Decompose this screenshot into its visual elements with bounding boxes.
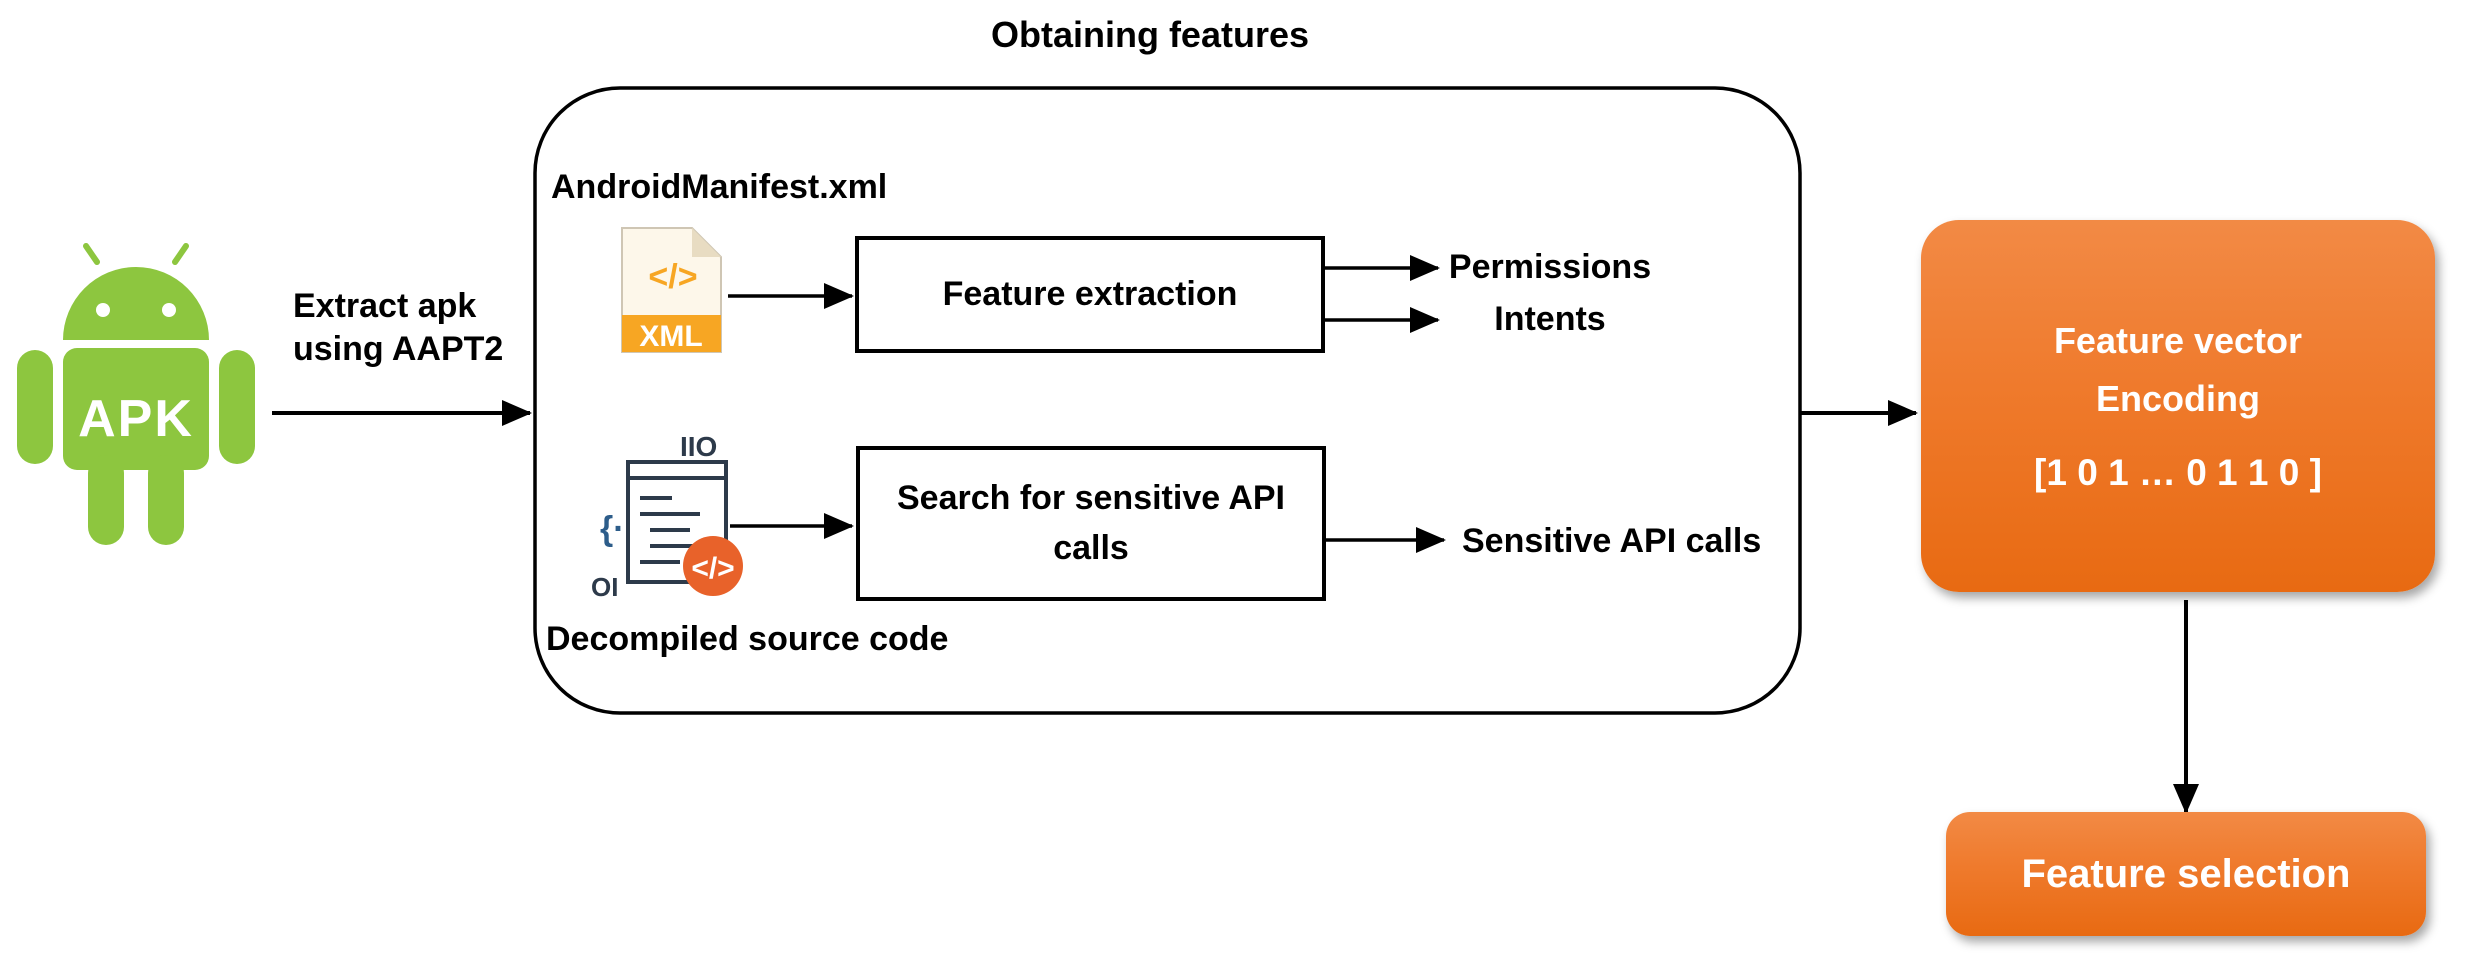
extract-label-line-1: Extract apk xyxy=(293,287,477,325)
api-search-line-1: Search for sensitive API xyxy=(896,479,1285,518)
source-code-label: Decompiled source code xyxy=(546,620,949,658)
diagram-title: Obtaining features xyxy=(990,14,1310,55)
svg-text:</>: </> xyxy=(691,552,734,585)
source-code-icon: {···} IIO OI </> xyxy=(591,431,743,602)
encoding-line-1: Feature vector xyxy=(2053,320,2303,361)
obtaining-features-container xyxy=(533,86,1802,715)
feature-extraction-box: Feature extraction xyxy=(855,236,1325,353)
feature-selection-box: Feature selection xyxy=(1946,812,2426,936)
extract-label-line-2: using AAPT2 xyxy=(293,329,504,368)
api-search-line-2: calls xyxy=(1053,528,1129,567)
extract-apk-label: Extract apk using AAPT2 xyxy=(293,285,503,370)
svg-text:OI: OI xyxy=(591,572,618,602)
api-search-box: Search for sensitive API calls xyxy=(856,446,1326,601)
svg-text:IIO: IIO xyxy=(680,431,717,462)
encoding-vector: [1 0 1 … 0 1 1 0 ] xyxy=(2034,452,2322,493)
sensitive-api-label: Sensitive API calls xyxy=(1462,522,1762,560)
xml-icon-text: XML xyxy=(639,320,702,353)
intents-label: Intents xyxy=(1494,300,1606,338)
encoding-box: Feature vector Encoding [1 0 1 … 0 1 1 0… xyxy=(1921,220,2435,592)
svg-text:</>: </> xyxy=(648,258,697,296)
encoding-line-2: Encoding xyxy=(2096,377,2260,419)
manifest-label: AndroidManifest.xml xyxy=(551,168,888,206)
android-apk-icon: APK xyxy=(17,243,255,545)
xml-file-icon: </> XML xyxy=(621,227,722,353)
apk-icon-text: APK xyxy=(78,390,194,448)
permissions-label: Permissions xyxy=(1448,248,1652,286)
